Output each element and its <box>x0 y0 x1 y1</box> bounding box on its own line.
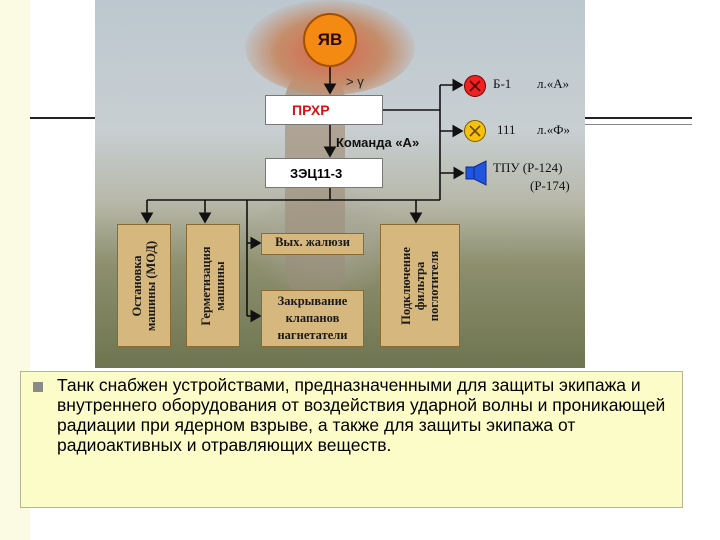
alarm-lamp-icon <box>464 75 486 97</box>
bullet-text: Танк снабжен устройствами, предназначенн… <box>57 375 666 455</box>
command-a-label: Команда «А» <box>336 135 420 150</box>
seal-machine-label: Герметизация машины <box>199 245 227 326</box>
stop-machine-box: Остановка машины (МОД) <box>117 224 171 347</box>
speaker-icon <box>465 160 487 186</box>
exhaust-louvers-box: Вых. жалюзи <box>261 233 364 255</box>
filter-label: Подключение фильтра поглотителя <box>399 246 441 325</box>
prhr-node: ПРХР <box>265 95 383 125</box>
filter-box: Подключение фильтра поглотителя <box>380 224 460 347</box>
filter-lamp-icon <box>464 120 486 142</box>
bullet-text-box: Танк снабжен устройствами, предназначенн… <box>20 371 683 508</box>
tpu-label-2: (Р-174) <box>530 178 570 193</box>
p111-label: 111 <box>497 122 516 137</box>
seal-machine-box: Герметизация машины <box>186 224 240 347</box>
gamma-arrow-label: > γ <box>346 74 364 89</box>
b1-label: Б-1 <box>493 76 512 91</box>
zec-node: ЗЭЦ11-3 <box>265 158 383 188</box>
decorative-line-right-thin <box>582 124 692 125</box>
nuclear-explosion-node: ЯВ <box>303 13 357 67</box>
lamp-a-label: л.«А» <box>537 76 570 91</box>
tpu-label: ТПУ (Р-124) <box>493 160 563 175</box>
decorative-line-left <box>30 117 105 119</box>
close-valves-box: Закрывание клапанов нагнетатели <box>261 290 364 347</box>
stop-machine-label: Остановка машины (МОД) <box>130 240 158 331</box>
lamp-f-label: л.«Ф» <box>537 122 571 137</box>
bullet-square-icon <box>33 382 43 392</box>
decorative-line-right <box>582 117 692 119</box>
